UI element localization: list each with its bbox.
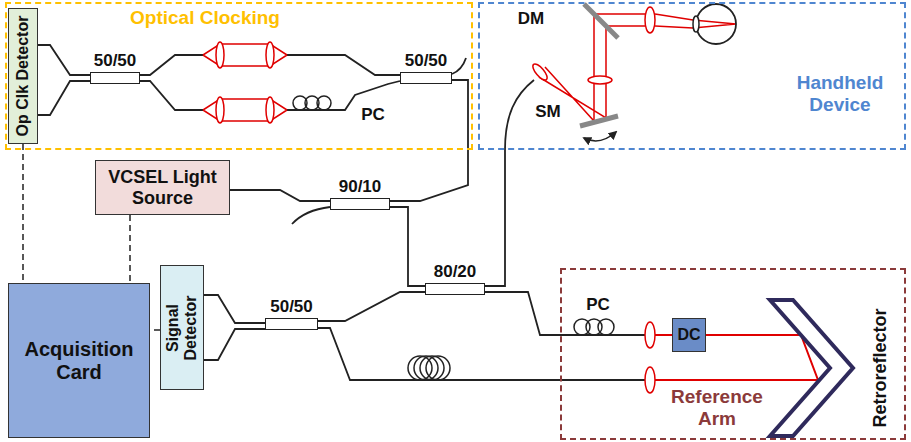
fiber-coil: [408, 356, 450, 380]
lower-lens-pair: [266, 97, 274, 123]
optical-fiber: [318, 292, 425, 321]
fiber-coupler: 50/50: [400, 72, 452, 84]
polarization-controller: [293, 96, 331, 110]
optical-fiber: [485, 150, 505, 286]
polarization-controller: [317, 96, 331, 110]
reference-optics: [560, 335, 645, 380]
light-source-box: VCSEL Light Source: [95, 160, 230, 215]
fiber-stub: [292, 207, 330, 224]
signal-wire: [129, 215, 131, 283]
node-label: 50/50: [94, 51, 137, 71]
handheld-optics: [580, 116, 618, 126]
region-heading: Handheld Device: [790, 72, 890, 116]
optical-fiber: [230, 190, 330, 201]
signal-wire: [22, 144, 24, 283]
part-label: PC: [586, 295, 610, 315]
upper-lens-pair: [203, 42, 287, 68]
optical-fiber: [390, 207, 425, 286]
handheld-optics: [645, 7, 655, 33]
optical-fiber: [485, 292, 560, 335]
part-label: SM: [535, 102, 561, 122]
node-label: 50/50: [270, 297, 313, 317]
handheld-optics: [696, 4, 736, 44]
part-label: DM: [518, 9, 544, 29]
reference-optics: [645, 367, 655, 393]
node-label: 90/10: [339, 177, 382, 197]
acquisition-box: Acquisition Card: [8, 283, 150, 438]
fiber-stub: [452, 58, 466, 74]
handheld-optics: [584, 4, 618, 38]
reference-optics: [560, 319, 818, 393]
dispersion-compensator: DC: [672, 318, 706, 352]
optical-fiber: [204, 295, 265, 323]
region-box: Reference Arm DC Retroreflector: [560, 268, 906, 440]
node-label: Acquisition Card: [13, 338, 145, 384]
node-label: 80/20: [434, 262, 477, 282]
region-box: Optical ClockingOp Clk Detector50/5050/5…: [5, 2, 473, 150]
handheld-optics: [693, 16, 699, 32]
optical-fiber: [38, 45, 90, 75]
node-label: VCSEL Light Source: [100, 167, 225, 208]
optical-fiber: [390, 80, 468, 201]
detector-box: Op Clk Detector: [8, 8, 38, 144]
lower-lens-pair: [216, 97, 224, 123]
lower-lens-pair: [203, 97, 287, 123]
handheld-optics: [531, 62, 550, 82]
region-heading: Optical Clocking: [120, 7, 290, 29]
retroreflector-outline: [770, 300, 853, 436]
fiber-coupler: 50/50: [265, 318, 318, 330]
node-label: Op Clk Detector: [14, 16, 32, 137]
handheld-optics: [505, 4, 736, 150]
detector-box: Signal Detector: [160, 265, 204, 390]
node-label: Signal Detector: [164, 283, 200, 373]
fiber-coil: [420, 356, 444, 380]
optical-fiber: [38, 81, 90, 115]
node-label: 50/50: [405, 51, 448, 71]
handheld-optics: [588, 76, 612, 84]
reference-optics: [598, 319, 614, 335]
node-label: Retroreflector: [870, 308, 891, 427]
fiber-stub: [292, 58, 466, 224]
fiber-coil: [426, 356, 450, 380]
handheld-optics: [505, 80, 534, 150]
region-heading: Reference Arm: [665, 386, 769, 430]
fiber-coupler: 90/10: [330, 198, 390, 210]
optical-fiber: [318, 328, 560, 380]
optical-fiber: [204, 329, 265, 360]
fiber-coupler: 80/20: [425, 283, 485, 295]
reference-optics: [645, 322, 655, 348]
part-label: PC: [361, 105, 385, 125]
retroreflector-shape: [765, 298, 857, 438]
upper-lens-pair: [266, 42, 274, 68]
handheld-optics: [584, 132, 616, 141]
fiber-coupler: 50/50: [90, 72, 140, 84]
signal-wire: [150, 329, 160, 331]
node-label: DC: [677, 326, 700, 344]
retroreflector: Retroreflector: [765, 298, 900, 438]
upper-lens-pair: [216, 42, 224, 68]
